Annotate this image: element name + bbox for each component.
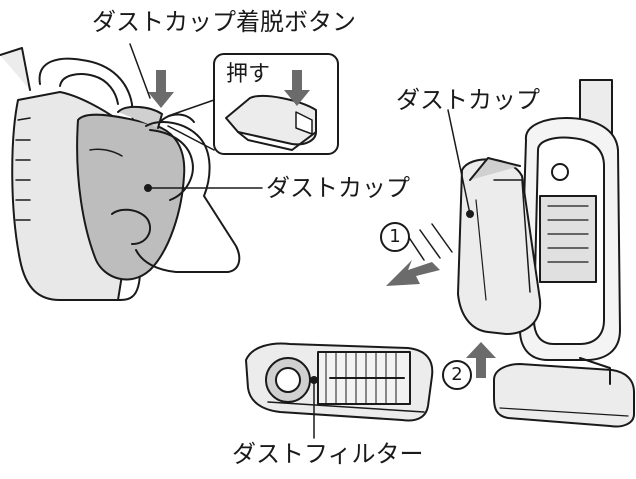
- step-2-marker: 2: [442, 360, 472, 390]
- left-vacuum-unit: [0, 43, 263, 301]
- dust-cup-label-left: ダストカップ: [266, 174, 410, 202]
- dust-cup-label-right: ダストカップ: [396, 86, 540, 114]
- release-button-label: ダストカップ着脱ボタン: [92, 8, 356, 36]
- right-vacuum-unit: [386, 79, 635, 428]
- dust-filter-unit: [245, 342, 434, 439]
- press-label: 押す: [226, 62, 271, 87]
- step-1-marker: 1: [380, 222, 410, 252]
- dust-filter-label: ダストフィルター: [232, 440, 424, 468]
- press-callout-box: [213, 53, 339, 155]
